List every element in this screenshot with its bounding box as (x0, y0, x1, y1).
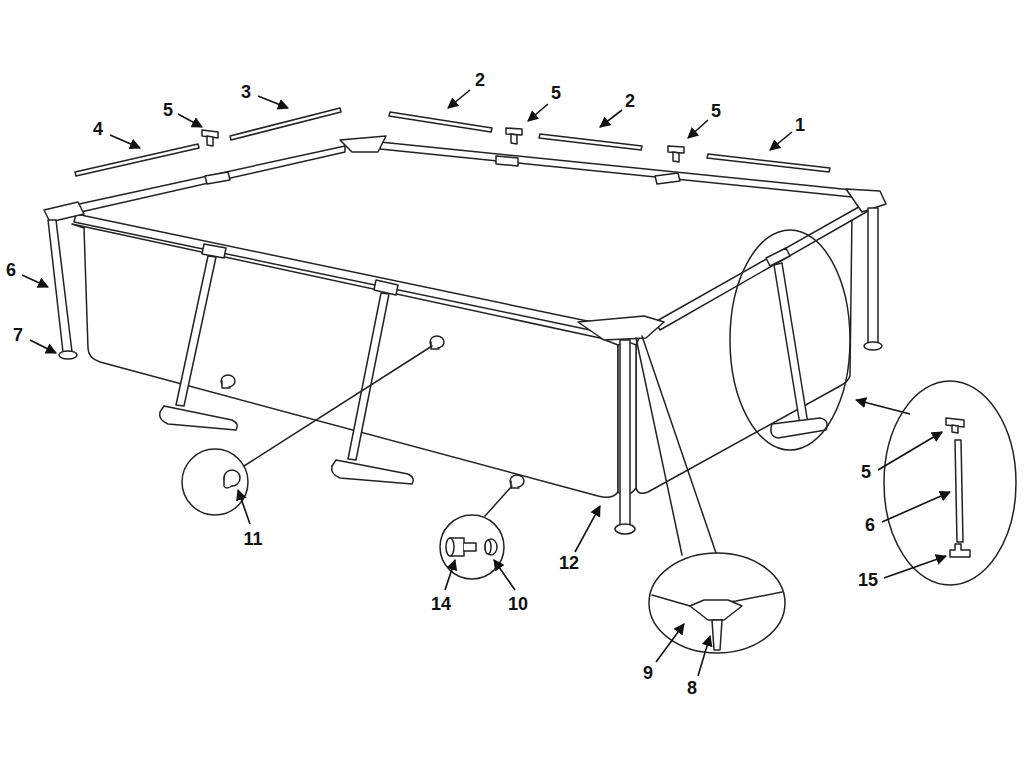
callout-number: 2 (624, 92, 636, 110)
callout-number: 8 (686, 679, 698, 697)
callout-number: 11 (242, 530, 263, 548)
callout-number: 15 (857, 571, 879, 589)
callout-number: 5 (550, 84, 562, 102)
callout-number: 4 (92, 120, 104, 138)
callout-number: 3 (240, 83, 252, 101)
callout-number: 14 (430, 595, 452, 613)
callout-number: 5 (710, 102, 722, 120)
callout-number: 5 (162, 101, 174, 119)
callout-number: 2 (474, 71, 486, 89)
callout-number: 9 (642, 664, 654, 682)
callout-number: 5 (860, 463, 872, 481)
callout-number: 12 (558, 554, 580, 572)
callout-number: 1 (794, 116, 806, 134)
callout-number: 6 (5, 261, 17, 279)
callout-number: 7 (12, 326, 24, 344)
callout-number: 6 (864, 516, 876, 534)
callout-number: 10 (507, 595, 529, 613)
